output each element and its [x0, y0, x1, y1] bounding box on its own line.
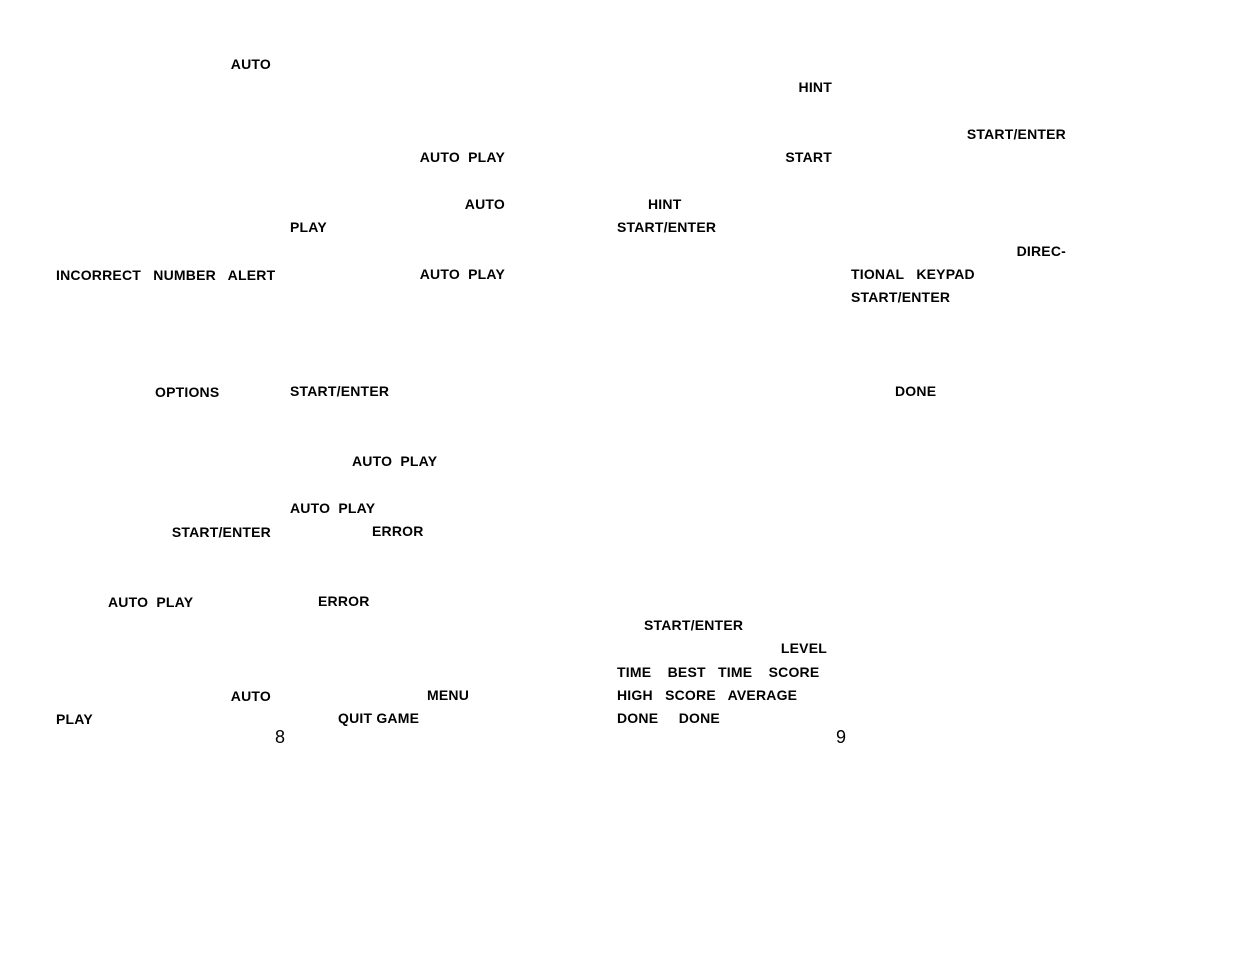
label-hint: HINT	[648, 196, 682, 212]
label-auto-play: AUTO PLAY	[352, 453, 438, 469]
label-start-enter: START/ENTER	[617, 219, 717, 235]
label-incorrect-number-alert: INCORRECT NUMBER ALERT	[56, 267, 276, 283]
label-play: PLAY	[56, 711, 93, 727]
label-error: ERROR	[318, 593, 370, 609]
label-options: OPTIONS	[155, 384, 220, 400]
label-high-score-average: HIGH SCORE AVERAGE	[617, 687, 798, 703]
label-done: DONE	[895, 383, 937, 399]
page-number: 8	[275, 727, 286, 747]
label-start-enter: START/ENTER	[851, 289, 951, 305]
label-menu: MENU	[427, 687, 470, 703]
label-start-enter: START/ENTER	[644, 617, 744, 633]
label-auto-play: AUTO PLAY	[290, 500, 376, 516]
label-hint: HINT	[798, 79, 832, 95]
label-auto-play: AUTO PLAY	[419, 149, 505, 165]
label-start: START	[785, 149, 832, 165]
label-directional: DIREC-	[1016, 243, 1066, 259]
page-number: 9	[836, 727, 847, 747]
label-level: LEVEL	[780, 640, 827, 656]
label-done-done: DONE DONE	[617, 710, 720, 726]
label-start-enter: START/ENTER	[966, 126, 1066, 142]
label-auto: AUTO	[230, 688, 271, 704]
label-time-best-time-score: TIME BEST TIME SCORE	[617, 664, 820, 680]
label-tional-keypad: TIONAL KEYPAD	[851, 266, 975, 282]
label-play: PLAY	[290, 219, 327, 235]
label-start-enter: START/ENTER	[290, 383, 390, 399]
label-auto-play: AUTO PLAY	[419, 266, 505, 282]
label-auto-play: AUTO PLAY	[108, 594, 194, 610]
label-error: ERROR	[372, 523, 424, 539]
label-start-enter: START/ENTER	[171, 524, 271, 540]
label-auto: AUTO	[230, 56, 271, 72]
label-auto: AUTO	[464, 196, 505, 212]
label-quit-game: QUIT GAME	[338, 710, 420, 726]
